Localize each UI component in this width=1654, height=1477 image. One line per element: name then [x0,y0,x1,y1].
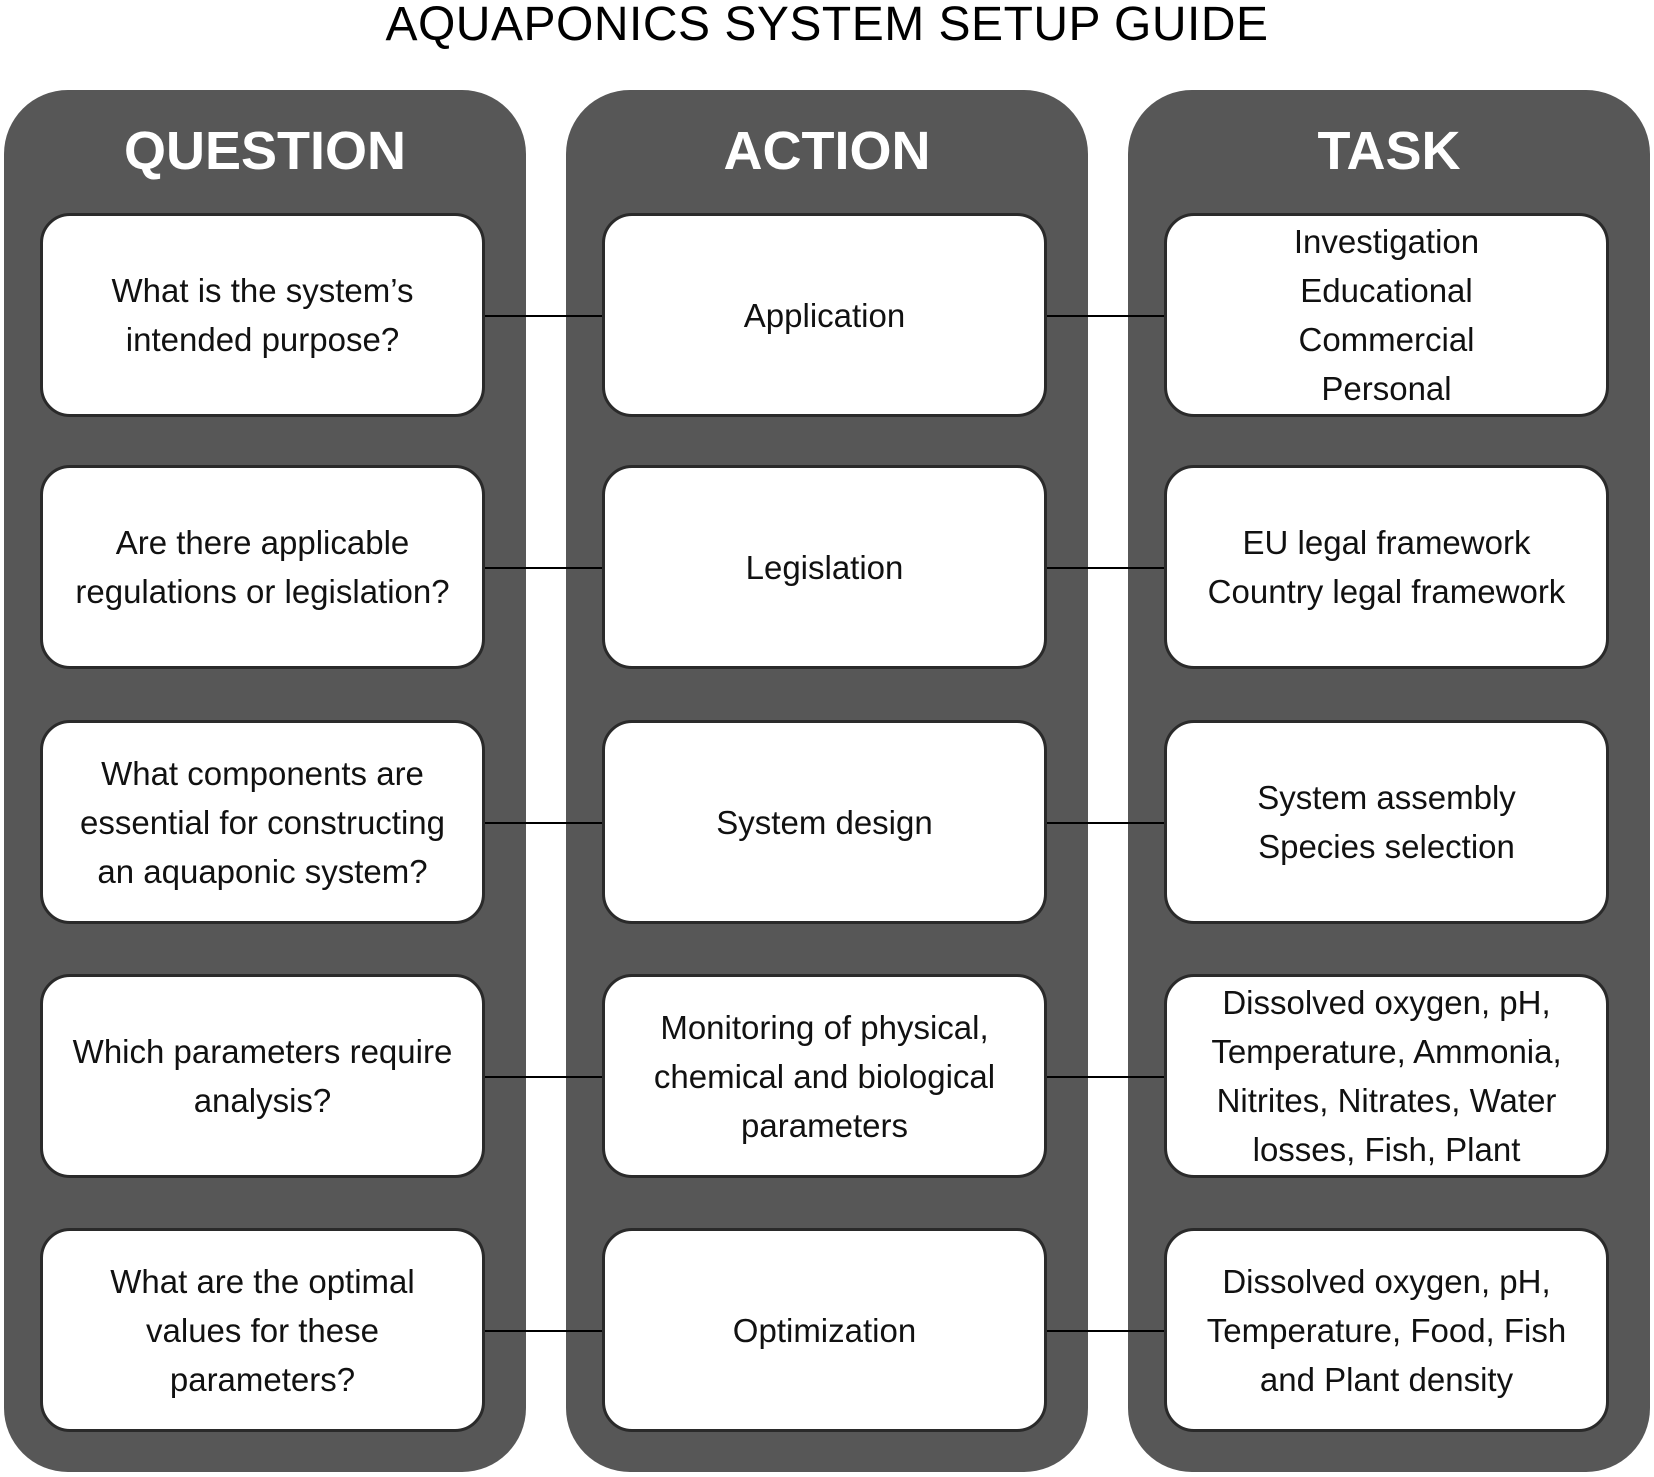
task-column-header: TASK [1317,121,1461,181]
task-text-line: Commercial [1298,321,1475,358]
action-text-line: Legislation [745,548,904,586]
question-box: Which parameters require analysis? [40,974,485,1178]
task-text-line: Nitrites, Nitrates, Water [1216,1082,1557,1119]
question-text-line: intended purpose? [125,321,400,358]
task-box: Dissolved oxygen, pH, Temperature, Ammoni… [1164,974,1609,1178]
task-text-line: Investigation [1293,223,1480,260]
question-action-connector [485,1330,602,1332]
action-box: Optimization [602,1228,1047,1432]
action-task-connector [1047,315,1164,317]
question-text-line: values for these [146,1311,379,1349]
action-text-line: Application [743,296,906,334]
question-text-line: Are there applicable [115,524,410,561]
question-box: Are there applicable regulations or legis… [40,465,485,669]
action-text-line: parameters [741,1106,908,1144]
question-box: What components are essential for constru… [40,720,485,924]
action-box: Legislation [602,465,1047,669]
question-action-connector [485,567,602,569]
question-text-line: What components are [101,754,424,792]
task-text-line: Educational [1300,272,1473,309]
action-box: Monitoring of physical, chemical and biol… [602,974,1047,1178]
action-task-connector [1047,567,1164,569]
action-column-header: ACTION [723,121,931,181]
question-text-line: analysis? [193,1082,332,1119]
task-text-line: Country legal framework [1207,573,1566,610]
question-text-line: parameters? [169,1360,356,1398]
question-box: What are the optimal values for these para… [40,1228,485,1432]
action-task-connector [1047,1330,1164,1332]
action-box: System design [602,720,1047,924]
action-text-line: Optimization [732,1311,917,1349]
task-text-line: losses, Fish, Plant [1252,1131,1521,1168]
question-box: What is the system’s intended purpose? [40,213,485,417]
task-text-line: System assembly [1257,779,1516,816]
action-task-connector [1047,1076,1164,1078]
action-text-line: chemical and biological [653,1057,996,1095]
task-text-line: Dissolved oxygen, pH, [1222,1262,1551,1300]
question-text-line: Which parameters require [72,1033,453,1070]
question-text-line: regulations or legislation? [75,573,450,610]
question-action-connector [485,315,602,317]
diagram-title: AQUAPONICS SYSTEM SETUP GUIDE [385,0,1269,51]
task-text-line: Species selection [1258,828,1515,865]
question-action-connector [485,822,602,824]
action-task-connector [1047,822,1164,824]
question-text-line: an aquaponic system? [97,852,428,890]
action-text-line: Monitoring of physical, [660,1008,989,1046]
question-action-connector [485,1076,602,1078]
question-text-line: What is the system’s [111,272,414,309]
action-text-line: System design [716,803,933,841]
question-text-line: What are the optimal [110,1262,415,1300]
task-text-line: Dissolved oxygen, pH, [1222,984,1551,1021]
task-box: Dissolved oxygen, pH, Temperature, Food, … [1164,1228,1609,1432]
task-text-line: Temperature, Food, Fish [1206,1311,1567,1349]
task-text-line: Temperature, Ammonia, [1211,1033,1562,1070]
task-text-line: Personal [1321,370,1452,407]
task-text-line: EU legal framework [1242,524,1531,561]
question-column-header: QUESTION [123,121,407,181]
question-text-line: essential for constructing [79,803,445,841]
task-text-line: and Plant density [1259,1360,1514,1398]
action-box: Application [602,213,1047,417]
